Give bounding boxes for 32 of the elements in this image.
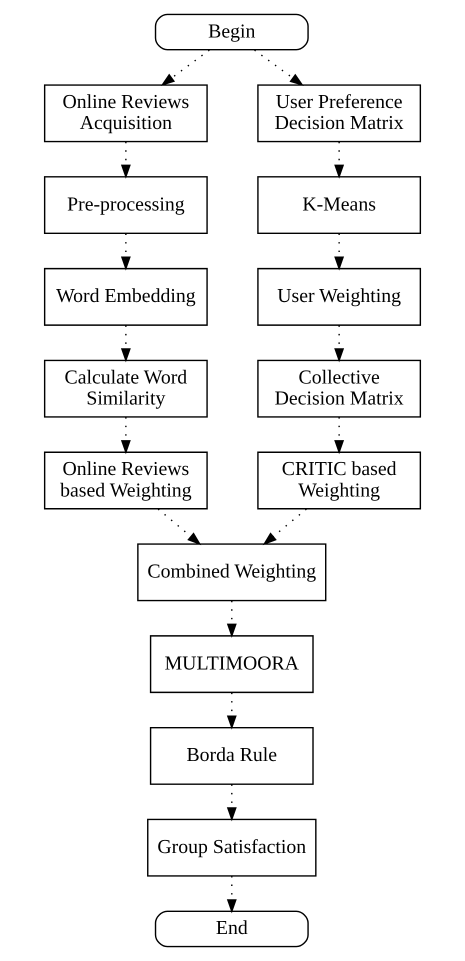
node-box: Combined Weighting [137, 543, 326, 602]
arrow [262, 508, 307, 546]
arrow [160, 50, 210, 86]
arrow [334, 234, 344, 271]
arrow [120, 417, 131, 454]
arrow [334, 417, 344, 454]
node-box: User Weighting [257, 268, 422, 326]
arrow [120, 142, 131, 179]
node-box: Begin [154, 14, 309, 50]
arrow [226, 876, 237, 914]
node-box: Online Reviews based Weighting [44, 452, 208, 510]
arrow [158, 508, 202, 546]
node-box: User Preference Decision Matrix [257, 84, 422, 142]
node-box: Borda Rule [150, 726, 314, 785]
node-box: Online Reviews Acquisition [44, 84, 208, 142]
arrow [120, 234, 131, 271]
node-box: End [154, 910, 309, 948]
node-box: Group Satisfaction [147, 818, 317, 877]
node-box: Word Embedding [44, 268, 208, 326]
arrow [120, 325, 131, 362]
arrow [254, 50, 304, 86]
arrow [226, 600, 237, 638]
arrow [226, 692, 237, 730]
node-box: CRITIC based Weighting [257, 452, 422, 510]
node-box: Pre-processing [44, 176, 208, 234]
node-box: K-Means [257, 176, 422, 234]
arrow [226, 784, 237, 822]
node-box: Calculate Word Similarity [44, 360, 208, 418]
arrow [334, 325, 344, 362]
arrow [334, 142, 344, 179]
node-box: MULTIMOORA [150, 635, 314, 694]
node-box: Collective Decision Matrix [257, 360, 422, 418]
